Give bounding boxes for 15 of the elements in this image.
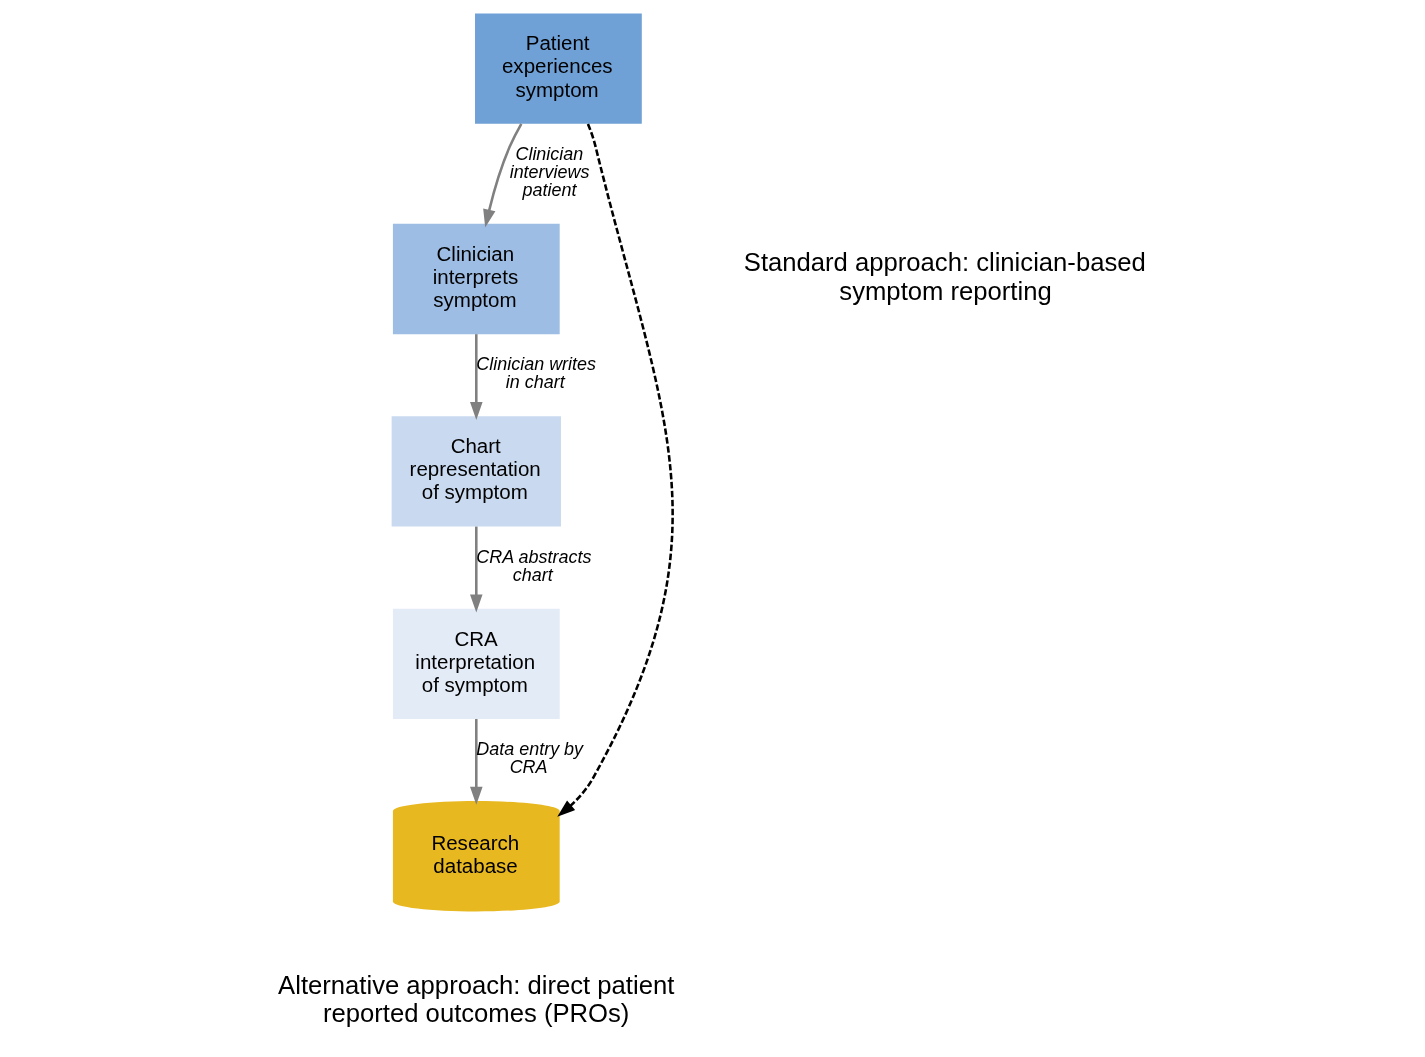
node-box: CRA interpretation of symptom [392, 608, 560, 719]
node-box: Clinician interprets symptom [392, 223, 560, 335]
edge-label: Clinician writes in chart [475, 354, 596, 393]
arrow [469, 334, 483, 420]
edge-label: CRA abstracts chart [475, 546, 591, 585]
label: Standard approach: clinician-based symptom reporting [743, 248, 1146, 305]
edge-label: Data entry by CRA [475, 739, 583, 778]
arrow [469, 526, 483, 613]
label: Alternative approach: direct patient reported outcomes (PROs) [277, 970, 674, 1027]
node-box: Patient experiences symptom [474, 13, 642, 124]
arrow [469, 719, 483, 805]
arrow [482, 123, 522, 228]
node-box: Chart representation of symptom [391, 416, 561, 527]
edge-label: Clinician interviews patient [509, 143, 589, 200]
arrow [556, 123, 674, 817]
